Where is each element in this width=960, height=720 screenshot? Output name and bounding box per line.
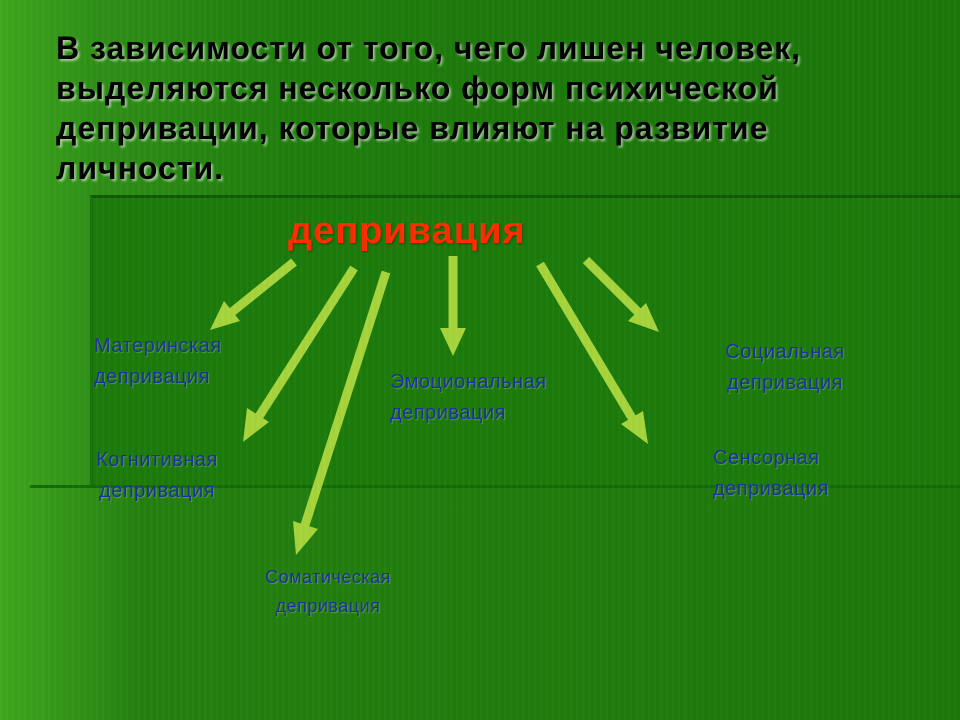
form-social: Социальная депривация <box>700 337 870 399</box>
form-sensory-line2: депривация <box>713 478 829 500</box>
arrow-sensory <box>536 261 648 444</box>
background-panel <box>90 195 960 498</box>
arrow-maternal <box>210 258 297 330</box>
form-emotional-line2: депривация <box>390 402 506 424</box>
form-maternal-line2: депривация <box>94 366 210 388</box>
arrow-social <box>582 256 659 332</box>
center-node-label: депривация <box>288 210 526 252</box>
form-somatic-line1: Соматическая <box>265 567 391 587</box>
form-sensory: Сенсорная депривация <box>713 443 829 505</box>
form-social-line1: Социальная <box>725 341 845 363</box>
form-maternal: Материнская депривация <box>94 331 222 393</box>
form-emotional-line1: Эмоциональная <box>390 371 547 393</box>
background-panel-lower <box>30 485 960 720</box>
form-cognitive-line2: депривация <box>99 480 215 502</box>
form-somatic: Соматическая депривация <box>243 563 413 621</box>
form-somatic-line2: депривация <box>275 596 381 616</box>
arrow-emotional <box>440 256 466 356</box>
form-sensory-line1: Сенсорная <box>713 447 820 469</box>
arrow-cognitive <box>243 265 358 442</box>
form-emotional: Эмоциональная депривация <box>390 367 547 429</box>
slide-title: В зависимости от того, чего лишен челове… <box>56 30 802 186</box>
arrow-somatic <box>293 270 391 555</box>
form-maternal-line1: Материнская <box>94 335 222 357</box>
form-cognitive: Когнитивная депривация <box>72 445 242 507</box>
form-cognitive-line1: Когнитивная <box>96 449 218 471</box>
form-social-line2: депривация <box>727 372 843 394</box>
